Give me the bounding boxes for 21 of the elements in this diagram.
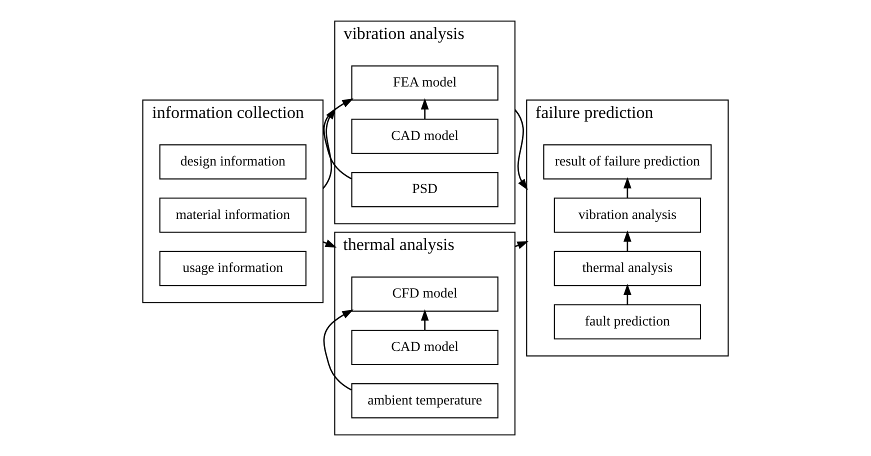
arrow (420, 98, 429, 120)
node-box: usage information (159, 250, 306, 286)
node-box: CAD model (351, 330, 498, 366)
node-box: design information (159, 144, 306, 180)
node-box: material information (159, 198, 306, 233)
arrow (420, 309, 429, 330)
node-box: CAD model (351, 118, 498, 154)
node-box: CFD model (351, 276, 498, 312)
node-box: vibration analysis (554, 198, 702, 233)
node-box: FEA model (351, 65, 498, 101)
node-box: result of failure prediction (543, 144, 712, 180)
arrow (514, 109, 528, 190)
node-box: PSD (351, 172, 498, 208)
node-box: ambient temperature (351, 383, 498, 418)
node-box: fault prediction (554, 304, 702, 340)
node-box: thermal analysis (554, 250, 702, 286)
arrow (623, 177, 632, 198)
arrow (623, 284, 632, 305)
arrow (623, 230, 632, 252)
arrow (323, 310, 354, 391)
arrow (323, 98, 354, 180)
